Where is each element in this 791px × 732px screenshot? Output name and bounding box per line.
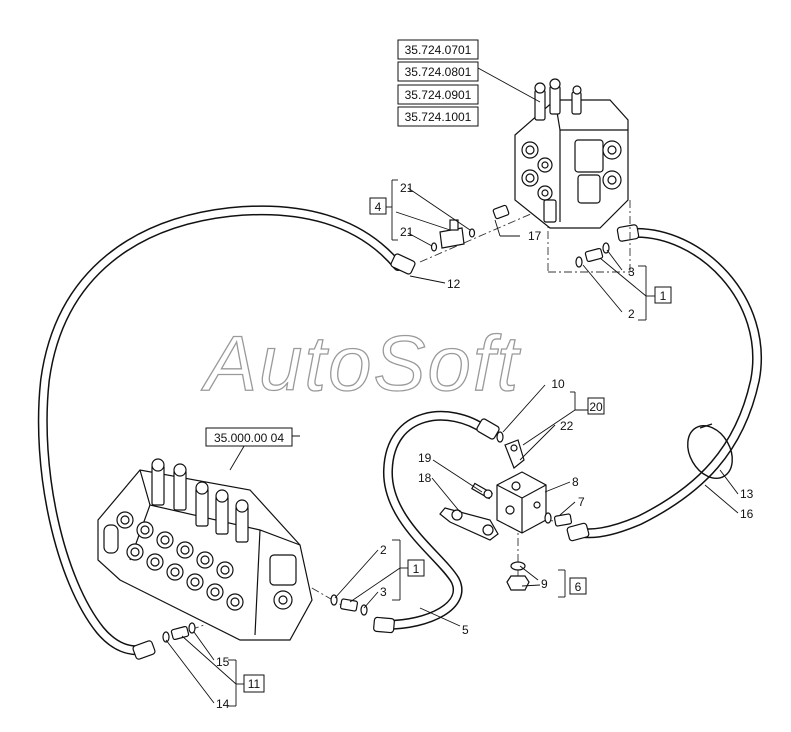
distribution-block: [496, 471, 547, 534]
label-3-right: 3: [628, 265, 635, 279]
ref-top-4: 35.724.1001: [405, 110, 472, 124]
top-control-valve: [514, 78, 629, 229]
label-15: 15: [216, 655, 230, 669]
label-2-left: 2: [380, 543, 387, 557]
label-9: 9: [541, 577, 548, 591]
label-1-right: 1: [660, 289, 667, 303]
hose-right-long: [576, 227, 762, 539]
fittings: [162, 204, 610, 643]
label-17: 17: [528, 229, 542, 243]
bolt-19: [471, 482, 493, 500]
watermark: AutoSoft: [201, 319, 522, 407]
label-2-right: 2: [628, 307, 635, 321]
label-5: 5: [462, 623, 469, 637]
hose-long-left: [37, 205, 403, 656]
plug-9: [506, 561, 530, 591]
label-7: 7: [578, 495, 585, 509]
elbow-fitting-22: [504, 439, 525, 469]
ref-left: 35.000.00 04: [214, 431, 284, 445]
label-12: 12: [447, 277, 461, 291]
label-11: 11: [248, 677, 261, 691]
label-14: 14: [216, 697, 230, 711]
label-20: 20: [589, 400, 603, 414]
ref-top-2: 35.724.0801: [405, 65, 472, 79]
label-19: 19: [418, 451, 432, 465]
label-6: 6: [575, 580, 582, 594]
label-21-bottom: 21: [400, 225, 414, 239]
label-18: 18: [418, 471, 432, 485]
adapter-7: [544, 512, 573, 527]
label-13: 13: [740, 487, 754, 501]
label-16: 16: [740, 507, 754, 521]
label-4: 4: [375, 200, 382, 214]
bracket-18: [439, 507, 499, 541]
label-22: 22: [560, 419, 574, 433]
ref-top-1: 35.724.0701: [405, 43, 472, 57]
hose-ferrules: [132, 224, 640, 660]
label-8: 8: [572, 475, 579, 489]
hose-middle: [382, 410, 488, 630]
label-21-top: 21: [400, 181, 414, 195]
clamp-13: [687, 423, 733, 479]
label-10: 10: [551, 377, 565, 391]
main-control-valve: [97, 458, 313, 641]
label-3-left: 3: [380, 585, 387, 599]
ref-top-3: 35.724.0901: [405, 88, 472, 102]
leader-lines: [165, 67, 739, 707]
ref-boxes: [205, 39, 672, 693]
callout-labels: 35.724.0701 35.724.0801 35.724.0901 35.7…: [214, 43, 754, 711]
label-1-left: 1: [413, 562, 420, 576]
